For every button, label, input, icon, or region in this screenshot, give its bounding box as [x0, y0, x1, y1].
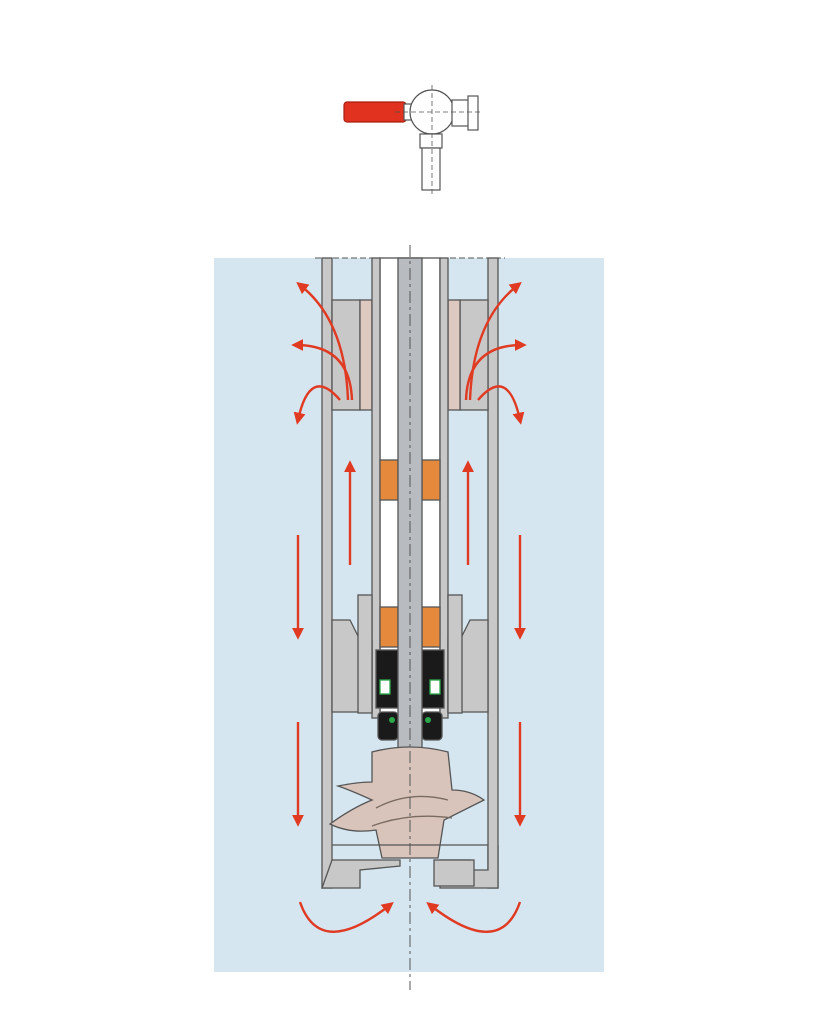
arrow-curve	[464, 339, 527, 401]
bearing	[379, 606, 399, 648]
bearing	[421, 459, 441, 501]
bearing	[421, 606, 441, 648]
arrow-inflow	[298, 901, 394, 933]
flow-arrows	[291, 282, 527, 933]
valve-icon	[343, 85, 480, 195]
inner-wall-left	[371, 257, 381, 719]
arrow-curve	[477, 385, 525, 425]
arrow-curve	[291, 339, 354, 401]
impeller	[328, 746, 486, 859]
arrow-inflow	[426, 901, 522, 933]
arrow-curve	[293, 385, 341, 425]
inner-wall-right	[439, 257, 449, 719]
arrow-curve	[468, 282, 522, 401]
seal	[375, 649, 399, 709]
seal	[421, 649, 445, 709]
bearing	[379, 459, 399, 501]
arrow-curve	[296, 282, 350, 401]
